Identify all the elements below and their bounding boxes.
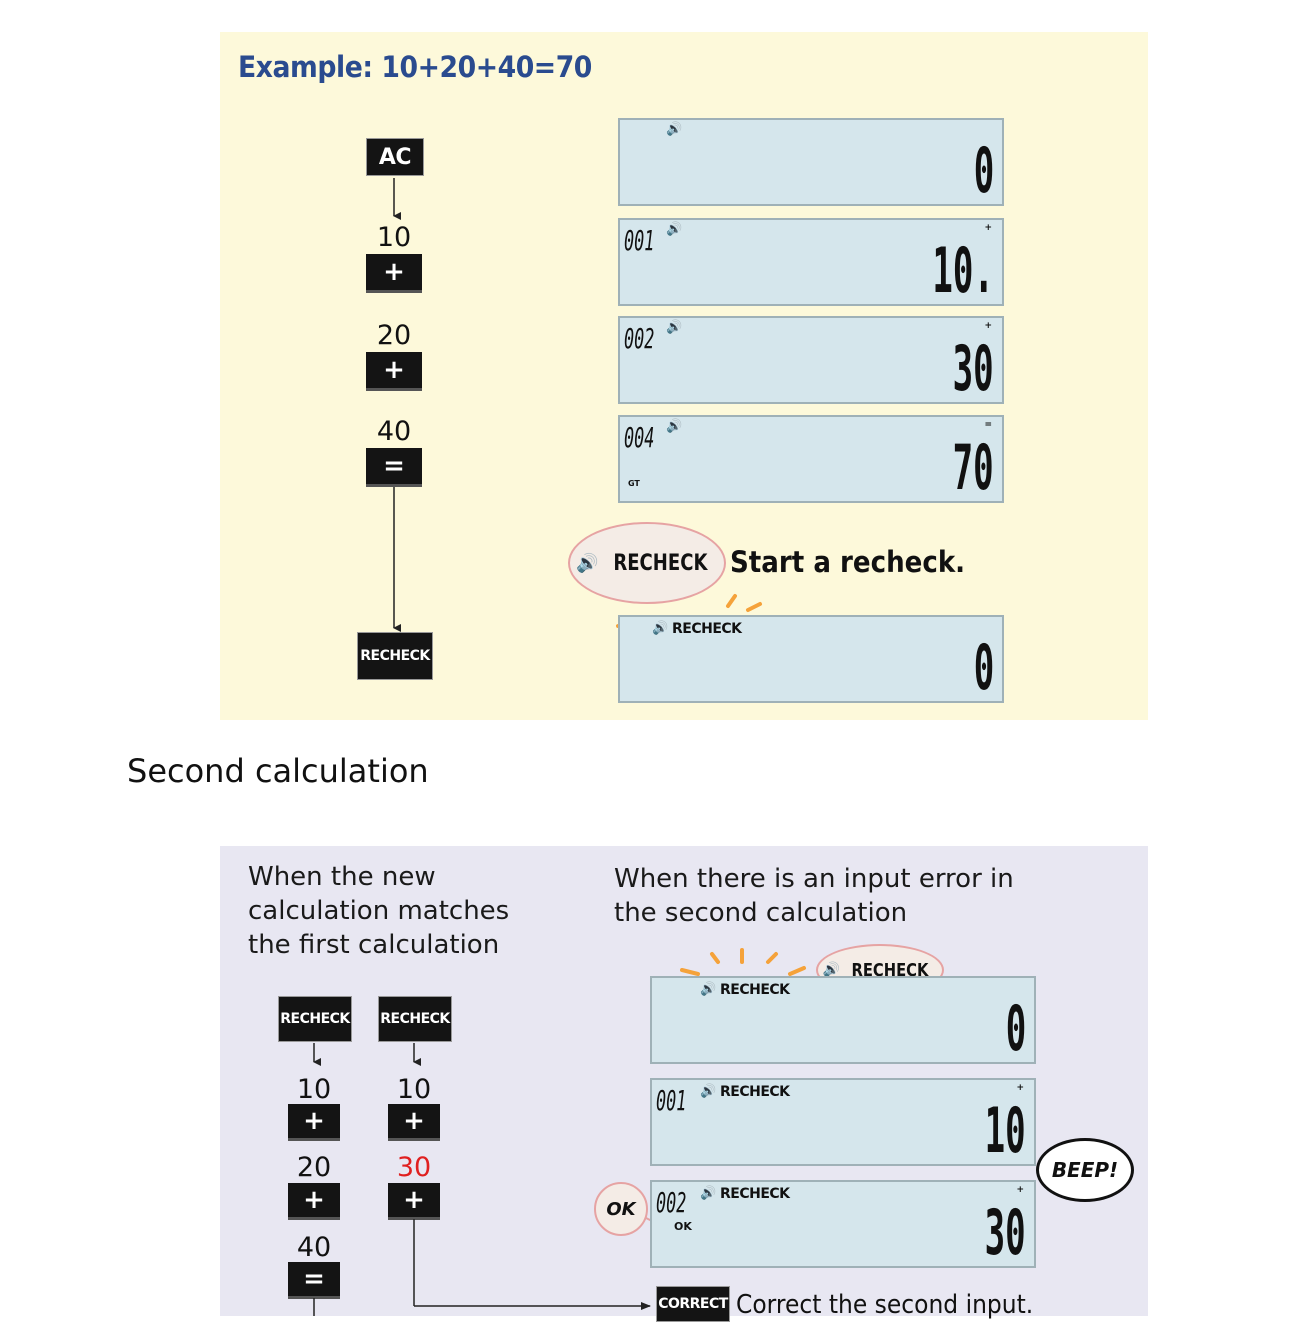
- number-20: 20: [296, 1152, 332, 1183]
- gt-indicator: GT: [628, 479, 640, 488]
- lcd-display-recheck: 🔊 RECHECK 0: [618, 615, 1004, 703]
- correct-key[interactable]: CORRECT: [656, 1286, 730, 1322]
- recheck-key[interactable]: RECHECK: [278, 996, 352, 1042]
- lcd-display-2: 001 🔊 RECHECK + 10: [650, 1078, 1036, 1166]
- display-value: 10: [984, 1094, 1026, 1167]
- recheck-label: RECHECK: [720, 982, 790, 998]
- equals-key[interactable]: =: [288, 1262, 340, 1299]
- ok-indicator: OK: [674, 1220, 692, 1233]
- text-line: When the new: [248, 862, 436, 892]
- plus-key[interactable]: +: [366, 254, 422, 293]
- beep-bubble: BEEP!: [1036, 1138, 1134, 1202]
- error-description: When there is an input error in the seco…: [614, 862, 1014, 930]
- lcd-display-4: 004 🔊 = GT 70: [618, 415, 1004, 503]
- display-value: 30: [984, 1196, 1026, 1269]
- display-count: 002: [624, 322, 655, 355]
- speaker-icon: 🔊: [576, 552, 599, 574]
- display-indicator: +: [984, 321, 992, 331]
- ac-key[interactable]: AC: [366, 138, 424, 176]
- bubble-label: RECHECK: [613, 550, 708, 576]
- text-line: When there is an input error in: [614, 864, 1014, 894]
- example-title: Example: 10+20+40=70: [238, 50, 592, 84]
- speaker-icon: 🔊: [652, 621, 669, 636]
- recheck-bubble: 🔊 RECHECK: [568, 522, 726, 604]
- number-10: 10: [396, 1074, 432, 1105]
- match-description: When the new calculation matches the fir…: [248, 860, 509, 962]
- beep-label: BEEP!: [1051, 1158, 1119, 1182]
- second-calculation-panel: When the new calculation matches the fir…: [220, 846, 1148, 1322]
- speaker-icon: 🔊: [666, 320, 683, 335]
- speaker-icon: 🔊: [700, 982, 717, 997]
- text-line: the second calculation: [614, 898, 908, 928]
- recheck-key[interactable]: RECHECK: [357, 632, 433, 680]
- speaker-icon: 🔊: [700, 1186, 717, 1201]
- recheck-label: RECHECK: [720, 1084, 790, 1100]
- plus-key[interactable]: +: [366, 352, 422, 391]
- number-40: 40: [296, 1232, 332, 1263]
- lcd-display-2: 001 🔊 + 10.: [618, 218, 1004, 306]
- correct-caption: Correct the second input.: [736, 1290, 1034, 1320]
- display-value: 0: [973, 134, 994, 207]
- speaker-icon: 🔊: [666, 122, 683, 137]
- display-indicator: +: [984, 223, 992, 233]
- speaker-icon: 🔊: [666, 222, 683, 237]
- display-value: 0: [1005, 992, 1026, 1065]
- ok-bubble: OK: [594, 1182, 648, 1236]
- text-line: the first calculation: [248, 930, 500, 960]
- display-value: 30: [952, 332, 994, 405]
- text-line: calculation matches: [248, 896, 510, 926]
- speaker-icon: 🔊: [700, 1084, 717, 1099]
- speaker-icon: 🔊: [822, 962, 841, 978]
- example-panel: Example: 10+20+40=70 AC 10 + 20 + 40 = R…: [220, 32, 1148, 720]
- number-40: 40: [376, 416, 412, 447]
- display-count: 002: [656, 1186, 687, 1219]
- lcd-display-3: 002 🔊 RECHECK OK + 30: [650, 1180, 1036, 1268]
- lcd-display-recheck: 🔊 RECHECK 0: [650, 976, 1036, 1064]
- number-20: 20: [376, 320, 412, 351]
- speaker-icon: 🔊: [666, 419, 683, 434]
- display-count: 001: [624, 224, 655, 257]
- lcd-display-1: 🔊 0: [618, 118, 1004, 206]
- display-count: 004: [624, 421, 655, 454]
- display-count: 001: [656, 1084, 687, 1117]
- recheck-label: RECHECK: [672, 621, 742, 637]
- section-heading: Second calculation: [127, 752, 429, 790]
- lcd-display-3: 002 🔊 + 30: [618, 316, 1004, 404]
- display-indicator: +: [1016, 1185, 1024, 1195]
- plus-key[interactable]: +: [288, 1104, 340, 1141]
- start-recheck-caption: Start a recheck.: [730, 545, 966, 579]
- bubble-label: RECHECK: [851, 959, 929, 981]
- recheck-key[interactable]: RECHECK: [378, 996, 452, 1042]
- number-10: 10: [296, 1074, 332, 1105]
- plus-key[interactable]: +: [388, 1183, 440, 1220]
- display-indicator: =: [984, 420, 992, 430]
- display-value: 0: [973, 631, 994, 704]
- plus-key[interactable]: +: [288, 1183, 340, 1220]
- recheck-label: RECHECK: [720, 1186, 790, 1202]
- display-value: 70: [952, 431, 994, 504]
- display-indicator: +: [1016, 1083, 1024, 1093]
- plus-key[interactable]: +: [388, 1104, 440, 1141]
- number-10: 10: [376, 222, 412, 253]
- error-number-30: 30: [396, 1152, 432, 1183]
- display-value: 10.: [932, 234, 994, 307]
- equals-key[interactable]: =: [366, 448, 422, 487]
